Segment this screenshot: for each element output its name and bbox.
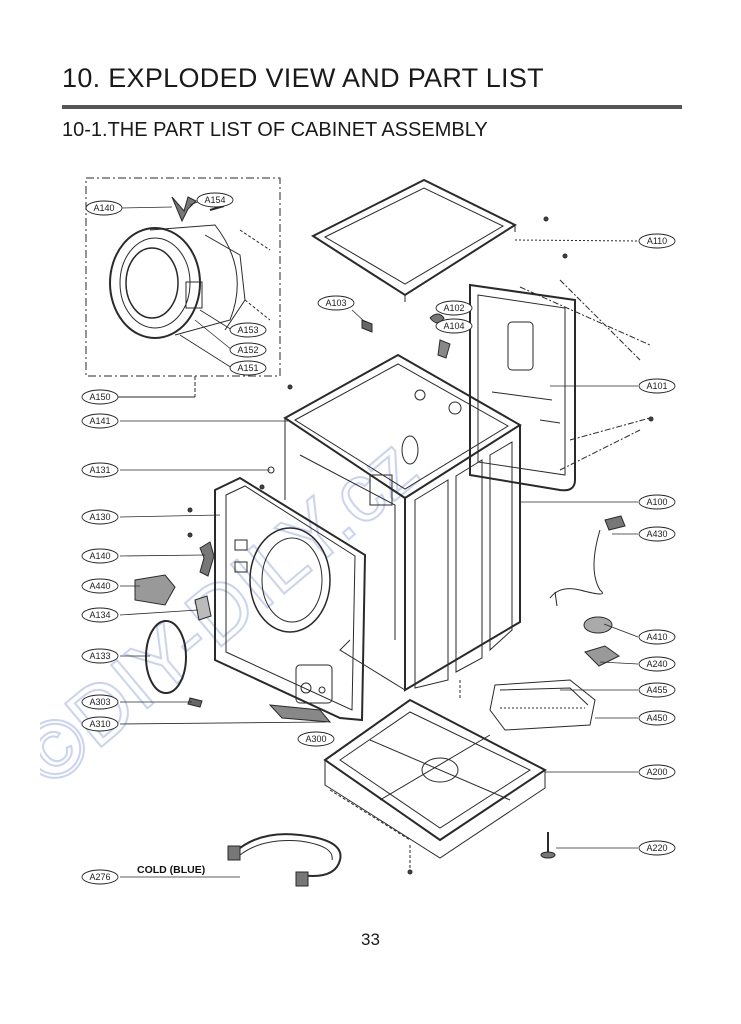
svg-text:A430: A430: [646, 529, 667, 539]
svg-text:A455: A455: [646, 685, 667, 695]
foot-part: [540, 832, 556, 859]
callout-A104: A104: [435, 318, 473, 334]
front-panel: [187, 466, 367, 723]
callout-A141: A141: [81, 413, 119, 429]
svg-text:A101: A101: [646, 381, 667, 391]
base-frame: [323, 680, 547, 875]
callout-A133: A133: [81, 648, 119, 664]
svg-text:A152: A152: [237, 345, 258, 355]
callout-A300: A300: [297, 731, 335, 747]
svg-text:A110: A110: [647, 236, 667, 246]
door-illustration: [109, 196, 271, 339]
callout-A110: A110: [638, 233, 676, 249]
callout-A140: A140: [81, 548, 119, 564]
inlet-hose: [227, 833, 342, 887]
svg-text:A102: A102: [443, 303, 464, 313]
callout-A100: A100: [638, 494, 676, 510]
callout-A153: A153: [229, 322, 267, 338]
left-side-parts: [134, 541, 215, 708]
small-parts: [361, 313, 451, 359]
svg-text:A141: A141: [89, 416, 110, 426]
svg-text:A103: A103: [325, 298, 346, 308]
callout-A430: A430: [638, 526, 676, 542]
callout-A130: A130: [81, 509, 119, 525]
svg-text:A131: A131: [89, 465, 110, 475]
svg-text:A151: A151: [237, 363, 258, 373]
callout-A134: A134: [81, 607, 119, 623]
svg-text:A450: A450: [646, 713, 667, 723]
callout-A101: A101: [638, 378, 676, 394]
top-plate: [310, 178, 641, 302]
callout-A240: A240: [638, 656, 676, 672]
svg-text:A440: A440: [89, 581, 110, 591]
page-title: 10. EXPLODED VIEW AND PART LIST: [62, 63, 544, 93]
svg-text:A140: A140: [89, 551, 110, 561]
svg-text:A220: A220: [646, 843, 667, 853]
svg-text:A133: A133: [89, 651, 110, 661]
door-assembly-box: [85, 177, 281, 377]
cabinet-body: [283, 353, 522, 692]
callout-A140-top: A140: [85, 200, 123, 216]
svg-text:A410: A410: [646, 632, 667, 642]
hose-label: COLD (BLUE): [137, 864, 205, 876]
callout-A200: A200: [638, 764, 676, 780]
callout-A102: A102: [435, 300, 473, 316]
callout-A410: A410: [638, 629, 676, 645]
svg-text:A154: A154: [204, 195, 225, 205]
callout-A150: A150: [81, 389, 119, 405]
title-rule: [62, 105, 682, 109]
svg-text:A134: A134: [89, 610, 110, 620]
svg-text:A276: A276: [89, 872, 110, 882]
callout-A455: A455: [638, 682, 676, 698]
svg-text:A240: A240: [646, 659, 667, 669]
callout-A152: A152: [229, 342, 267, 358]
back-panel: [469, 253, 654, 492]
callout-A103: A103: [317, 295, 355, 311]
leader-lines: [119, 200, 639, 878]
svg-text:A140: A140: [93, 203, 114, 213]
svg-text:A200: A200: [646, 767, 667, 777]
callout-A303: A303: [81, 694, 119, 710]
svg-text:A100: A100: [646, 497, 667, 507]
svg-text:A104: A104: [443, 321, 464, 331]
callout-A154: A154: [196, 192, 234, 208]
svg-text:A130: A130: [89, 512, 110, 522]
svg-text:A310: A310: [89, 719, 110, 729]
callout-A276: A276: [81, 869, 119, 885]
callout-A220: A220: [638, 840, 676, 856]
svg-text:A153: A153: [237, 325, 258, 335]
callout-A440: A440: [81, 578, 119, 594]
page-number: 33: [361, 930, 380, 949]
callout-A131: A131: [81, 462, 119, 478]
section-title: 10-1.THE PART LIST OF CABINET ASSEMBLY: [62, 119, 488, 141]
callout-A310: A310: [81, 716, 119, 732]
svg-text:A150: A150: [89, 392, 110, 402]
callout-A151: A151: [229, 360, 267, 376]
callout-A450: A450: [638, 710, 676, 726]
svg-text:A300: A300: [305, 734, 326, 744]
svg-text:A303: A303: [89, 697, 110, 707]
right-side-parts: [489, 515, 626, 731]
